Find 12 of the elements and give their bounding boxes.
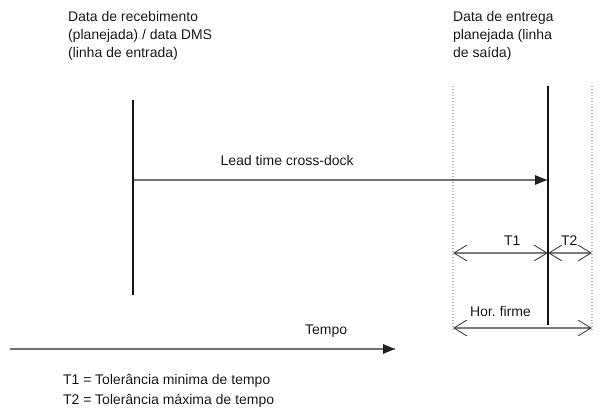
heading-text: Data de recebimento (planejada) / data DMS (linha de entrada)	[68, 7, 213, 61]
timeline-marker-line	[132, 100, 134, 295]
dimension-label: Hor. firme	[470, 302, 531, 320]
legend-note: T1 = Tolerância minima de tempo	[63, 370, 270, 388]
arrow	[134, 175, 547, 185]
timeline-marker-line	[547, 86, 549, 325]
dimension-label: T1	[504, 231, 520, 249]
legend-note: T2 = Tolerância máxima de tempo	[63, 390, 274, 408]
heading-text: Data de entrega planejada (linha de saída)	[453, 7, 554, 61]
dimension-label: T2	[561, 231, 578, 249]
edge-label: Lead time cross-dock	[220, 151, 354, 169]
axis-label: Tempo	[305, 320, 348, 338]
